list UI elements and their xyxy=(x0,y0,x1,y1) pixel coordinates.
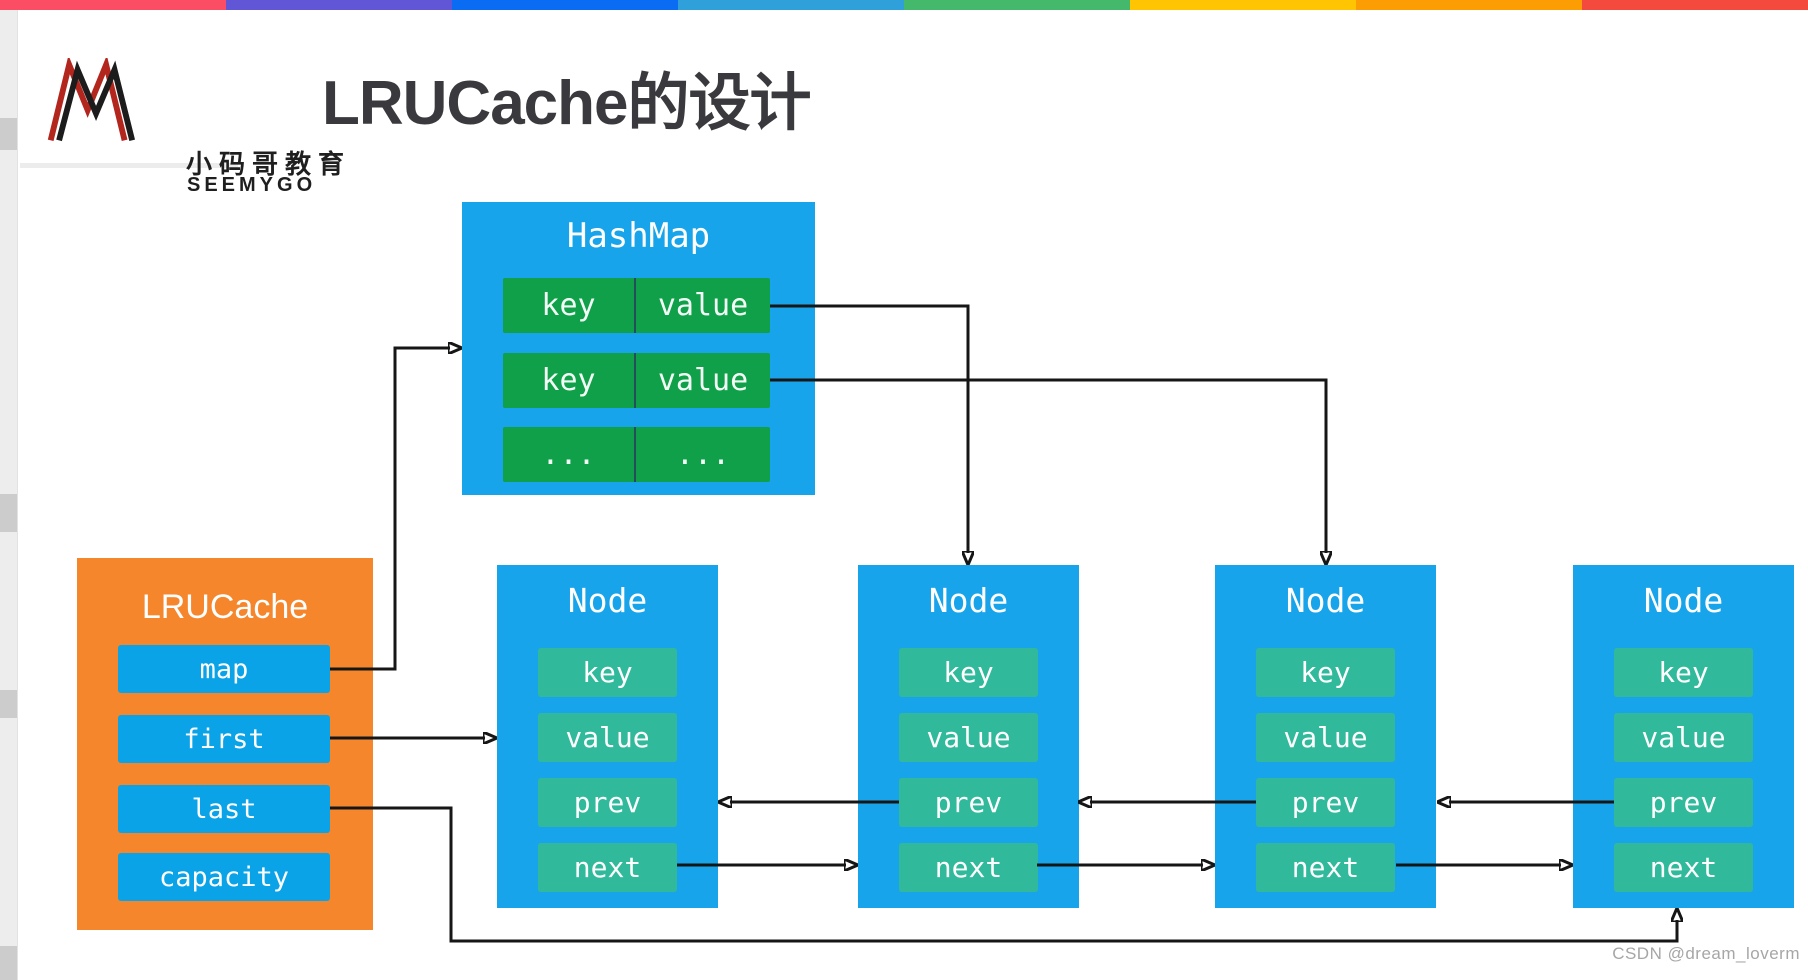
hashmap-entry-row: key value xyxy=(503,353,770,408)
brand-logo: 小码哥教育 SEEMYGO xyxy=(46,56,344,196)
color-bar-segment xyxy=(1130,0,1356,10)
color-bar-segment xyxy=(452,0,678,10)
brand-name-cn: 小码哥教育 xyxy=(186,149,352,179)
node2-next-field: next xyxy=(899,843,1038,892)
node3-key-field: key xyxy=(1256,648,1395,697)
hashmap-box: HashMap key value key value ... ... xyxy=(462,202,815,495)
color-bar-segment xyxy=(678,0,904,10)
left-edge-strip xyxy=(0,10,18,980)
strip-mark xyxy=(0,690,17,718)
hashmap-key-cell: key xyxy=(503,278,634,333)
strip-mark xyxy=(0,118,17,150)
color-bar-segment xyxy=(226,0,452,10)
logo-m-black-stroke xyxy=(56,60,136,142)
hashmap-entry-row: ... ... xyxy=(503,427,770,482)
node4-prev-field: prev xyxy=(1614,778,1753,827)
lrucache-box: LRUCache map first last capacity xyxy=(77,558,373,930)
arrow-hashmap-entry2-to-node3 xyxy=(770,378,1326,553)
hashmap-cell-divider xyxy=(634,427,636,482)
node-title: Node xyxy=(928,581,1009,620)
color-bar-segment xyxy=(1582,0,1808,10)
node1-next-field: next xyxy=(538,843,677,892)
node-title: Node xyxy=(567,581,648,620)
node2-value-field: value xyxy=(899,713,1038,762)
lrucache-field-last: last xyxy=(118,785,330,833)
hashmap-value-cell: ... xyxy=(636,427,770,482)
node-box-1: Node key value prev next xyxy=(497,565,718,908)
node3-next-field: next xyxy=(1256,843,1395,892)
node-title: Node xyxy=(1643,581,1724,620)
node4-key-field: key xyxy=(1614,648,1753,697)
hashmap-key-cell: key xyxy=(503,353,634,408)
lrucache-field-capacity: capacity xyxy=(118,853,330,901)
node-box-2: Node key value prev next xyxy=(858,565,1079,908)
node2-prev-field: prev xyxy=(899,778,1038,827)
seemygo-m-logo-icon xyxy=(47,58,136,142)
node1-value-field: value xyxy=(538,713,677,762)
node2-key-field: key xyxy=(899,648,1038,697)
brand-name-en: SEEMYGO xyxy=(187,174,317,196)
hashmap-key-cell: ... xyxy=(503,427,634,482)
lrucache-title: LRUCache xyxy=(141,588,309,626)
hashmap-value-cell: value xyxy=(636,278,770,333)
watermark: CSDN @dream_loverm xyxy=(1612,944,1800,963)
top-color-bar xyxy=(0,0,1808,10)
node1-prev-field: prev xyxy=(538,778,677,827)
node4-next-field: next xyxy=(1614,843,1753,892)
node-box-4: Node key value prev next xyxy=(1573,565,1794,908)
node3-value-field: value xyxy=(1256,713,1395,762)
color-bar-segment xyxy=(1356,0,1582,10)
faint-divider-artifact xyxy=(20,163,238,168)
hashmap-value-cell: value xyxy=(636,353,770,408)
hashmap-cell-divider xyxy=(634,353,636,408)
lrucache-field-map: map xyxy=(118,645,330,693)
node-box-3: Node key value prev next xyxy=(1215,565,1436,908)
lrucache-field-first: first xyxy=(118,715,330,763)
node3-prev-field: prev xyxy=(1256,778,1395,827)
color-bar-segment xyxy=(904,0,1130,10)
logo-m-red-stroke xyxy=(47,58,128,142)
node-title: Node xyxy=(1285,581,1366,620)
hashmap-entry-row: key value xyxy=(503,278,770,333)
node4-value-field: value xyxy=(1614,713,1753,762)
node1-key-field: key xyxy=(538,648,677,697)
page-title: LRUCache的设计 xyxy=(322,69,812,138)
hashmap-title: HashMap xyxy=(566,216,711,256)
hashmap-cell-divider xyxy=(634,278,636,333)
strip-mark xyxy=(0,494,17,532)
strip-mark xyxy=(0,946,17,980)
color-bar-segment xyxy=(0,0,226,10)
